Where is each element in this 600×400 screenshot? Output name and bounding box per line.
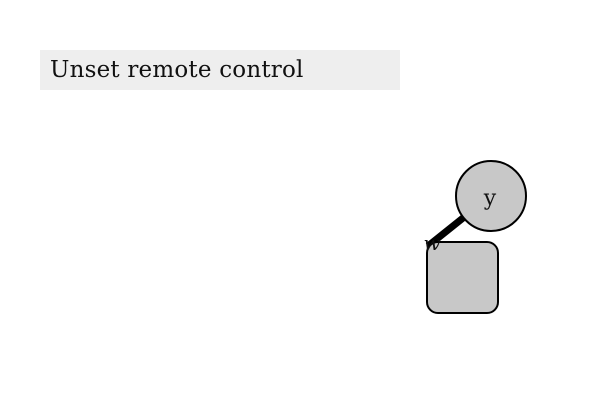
link-label: w [423,231,440,255]
round-node-label: y [483,186,497,211]
remote-link-line[interactable] [425,211,471,249]
instruction-banner: Unset remote control [40,50,400,90]
instruction-text: Unset remote control [50,57,304,83]
square-node[interactable] [426,241,499,314]
round-node[interactable] [455,160,527,232]
